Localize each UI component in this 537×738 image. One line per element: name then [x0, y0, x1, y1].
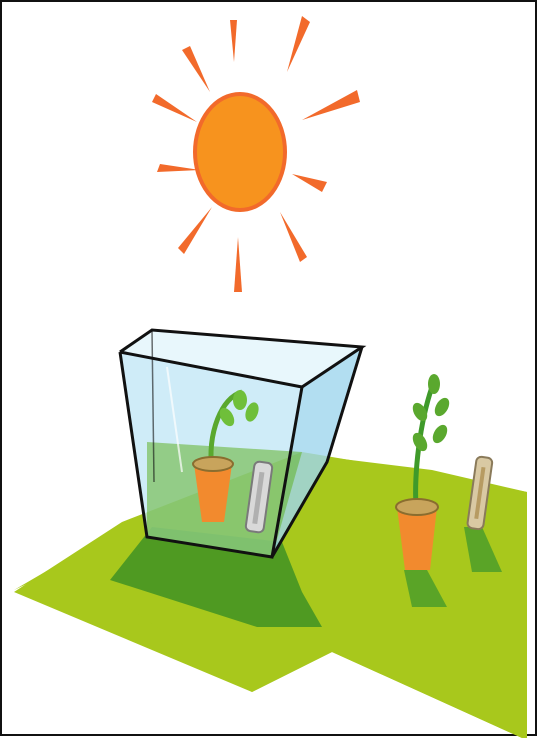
sun-icon [152, 16, 360, 292]
